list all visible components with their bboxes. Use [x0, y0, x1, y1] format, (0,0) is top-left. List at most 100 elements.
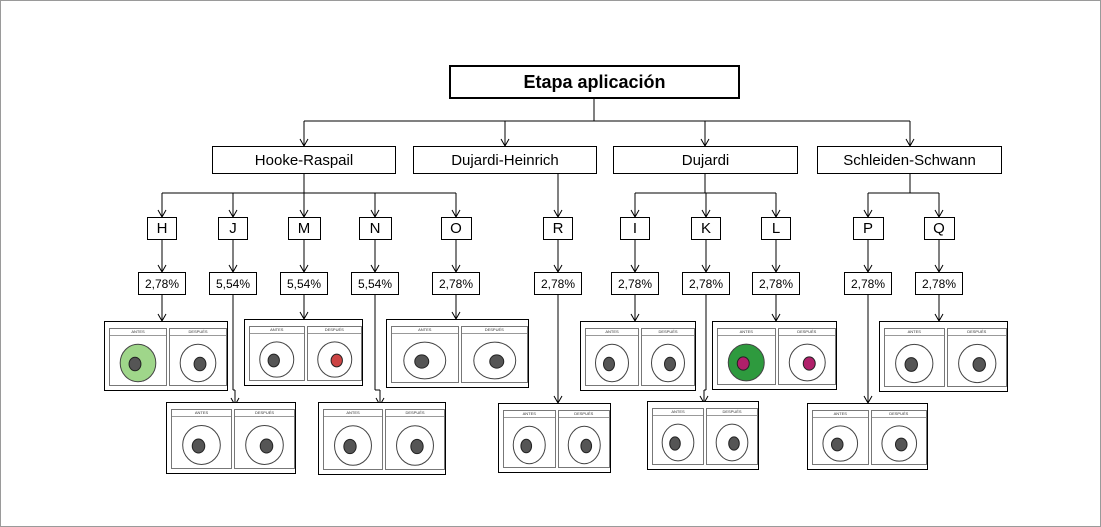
student-label: J: [229, 220, 237, 237]
drawing-panel-after: DESPUÉS: [306, 326, 362, 381]
drawing-panel-after: DESPUÉS: [385, 409, 445, 470]
panel-header: ANTES: [718, 328, 775, 336]
cell-sketch: [822, 425, 859, 462]
model-label: Dujardi: [681, 151, 730, 169]
drawing-panel-after: DESPUÉS: [557, 410, 610, 468]
drawing-panel-after: DESPUÉS: [946, 328, 1007, 387]
model-box-dujardi: Dujardi: [613, 146, 798, 174]
percentage-label: 5,54%: [215, 276, 251, 291]
cell-sketch: [512, 425, 546, 465]
drawing-panel-after: DESPUÉS: [870, 410, 927, 465]
percentage-box-i: 2,78%: [611, 272, 659, 295]
panel-header: ANTES: [653, 408, 703, 416]
cell-sketch: [179, 343, 217, 383]
model-box-hooke-raspail: Hooke-Raspail: [212, 146, 396, 174]
cell-sketch: [895, 343, 934, 384]
drawing-panel-after: DESPUÉS: [460, 326, 528, 383]
drawing-panel-before: ANTES: [884, 328, 945, 387]
percentage-box-m: 5,54%: [280, 272, 328, 295]
drawing-thumbnail-k: ANTES DESPUÉS: [647, 401, 759, 470]
percentage-label: 2,78%: [144, 276, 180, 291]
student-box-r: R: [543, 217, 573, 240]
panel-header: DESPUÉS: [642, 328, 694, 336]
percentage-label: 2,78%: [850, 276, 886, 291]
panel-header: DESPUÉS: [386, 409, 444, 417]
drawing-panel-before: ANTES: [585, 328, 639, 386]
drawing-panel-before: ANTES: [812, 410, 869, 465]
drawing-panel-before: ANTES: [323, 409, 383, 470]
panel-header: ANTES: [504, 410, 555, 418]
drawing-panel-after: DESPUÉS: [234, 409, 295, 469]
percentage-box-j: 5,54%: [209, 272, 257, 295]
drawing-thumbnail-n: ANTES DESPUÉS: [318, 402, 446, 475]
cell-sketch: [727, 343, 765, 382]
student-label: K: [700, 220, 711, 237]
percentage-label: 2,78%: [540, 276, 576, 291]
student-label: H: [156, 220, 168, 237]
percentage-label: 2,78%: [438, 276, 474, 291]
cell-sketch: [403, 341, 447, 380]
panel-header: DESPUÉS: [307, 326, 361, 334]
percentage-box-r: 2,78%: [534, 272, 582, 295]
panel-header: ANTES: [110, 328, 166, 336]
panel-header: DESPUÉS: [170, 328, 226, 336]
student-box-j: J: [218, 217, 248, 240]
drawing-panel-before: ANTES: [503, 410, 556, 468]
root-title-box: Etapa aplicación: [449, 65, 740, 99]
panel-header: ANTES: [250, 326, 304, 334]
model-label: Schleiden-Schwann: [843, 151, 976, 169]
student-label: R: [552, 220, 564, 237]
percentage-box-o: 2,78%: [432, 272, 480, 295]
drawing-panel-before: ANTES: [249, 326, 305, 381]
drawing-panel-after: DESPUÉS: [169, 328, 227, 386]
percentage-label: 2,78%: [617, 276, 653, 291]
model-box-schleiden-schwann: Schleiden-Schwann: [817, 146, 1002, 174]
cell-sketch: [182, 425, 221, 465]
cell-sketch: [334, 425, 372, 466]
student-box-o: O: [440, 217, 472, 240]
panel-header: DESPUÉS: [778, 328, 835, 336]
cell-sketch: [245, 425, 284, 465]
panel-header: DESPUÉS: [558, 410, 609, 418]
cell-sketch: [661, 423, 695, 462]
drawing-thumbnail-h: ANTES DESPUÉS: [104, 321, 228, 391]
drawing-panel-after: DESPUÉS: [641, 328, 695, 386]
cell-sketch: [651, 343, 685, 383]
cell-sketch: [472, 341, 516, 380]
root-title: Etapa aplicación: [523, 71, 666, 92]
cell-sketch: [880, 425, 917, 462]
cell-sketch: [957, 343, 996, 384]
percentage-label: 5,54%: [286, 276, 322, 291]
student-box-h: H: [147, 217, 177, 240]
drawing-panel-after: DESPUÉS: [706, 408, 758, 465]
student-label: M: [297, 220, 311, 237]
student-label: L: [771, 220, 781, 237]
panel-header: DESPUÉS: [707, 408, 757, 416]
cell-sketch: [316, 341, 352, 378]
drawing-panel-before: ANTES: [391, 326, 459, 383]
drawing-panel-before: ANTES: [717, 328, 776, 385]
percentage-box-n: 5,54%: [351, 272, 399, 295]
panel-header: ANTES: [324, 409, 382, 417]
model-label: Dujardi-Heinrich: [451, 151, 559, 169]
panel-header: DESPUÉS: [235, 409, 294, 417]
cell-sketch: [715, 423, 749, 462]
cell-sketch: [119, 343, 157, 383]
panel-header: DESPUÉS: [871, 410, 926, 418]
student-label: P: [862, 220, 873, 237]
student-box-q: Q: [923, 217, 955, 240]
student-label: Q: [933, 220, 945, 237]
percentage-box-l: 2,78%: [752, 272, 800, 295]
percentage-box-q: 2,78%: [915, 272, 963, 295]
model-label: Hooke-Raspail: [254, 151, 354, 169]
panel-header: ANTES: [392, 326, 458, 334]
student-box-k: K: [691, 217, 721, 240]
